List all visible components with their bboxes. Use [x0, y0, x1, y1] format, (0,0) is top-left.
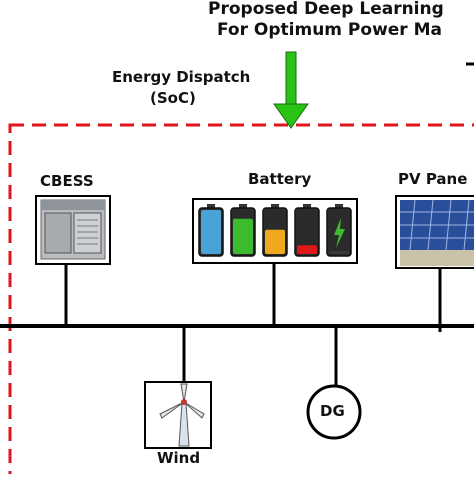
battery-cell-1 [198, 204, 224, 257]
system-boundary [8, 123, 474, 478]
charging-bolt-icon [334, 218, 345, 248]
wind-turbine-icon [144, 381, 212, 449]
cbess-label: CBESS [40, 172, 94, 190]
battery-cell-3 [262, 204, 288, 257]
pv-label: PV Pane [398, 170, 468, 188]
dispatch-label-line2: (SoC) [150, 89, 196, 107]
pv-panel-icon [395, 195, 474, 269]
header-line1: Proposed Deep Learning [208, 0, 444, 19]
battery-cell-5 [326, 204, 352, 257]
wind-label: Wind [157, 449, 201, 467]
dispatch-label-line1: Energy Dispatch [112, 68, 251, 86]
dg-label: DG [320, 402, 345, 420]
cbess-icon [35, 195, 111, 265]
battery-label: Battery [248, 170, 312, 188]
dispatch-arrow [273, 51, 309, 129]
header-line2: For Optimum Power Ma [217, 20, 442, 40]
battery-cell-4 [294, 204, 320, 257]
battery-icon [192, 198, 358, 264]
battery-cell-2 [230, 204, 256, 257]
dg-circle [306, 384, 362, 440]
